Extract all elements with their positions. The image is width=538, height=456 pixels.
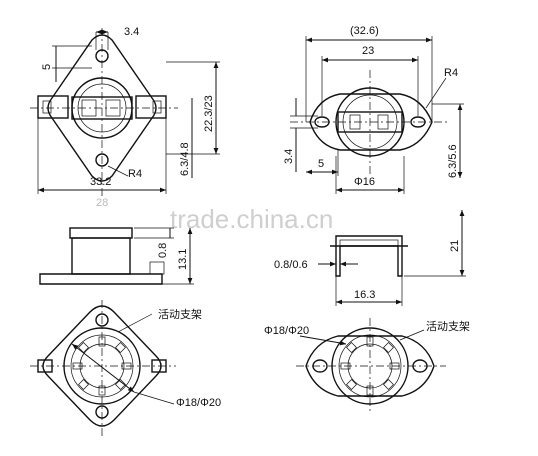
bottom-right-view: Φ18/Φ20 活动支架 (264, 318, 470, 414)
dim-label-r4: R4 (128, 168, 142, 180)
dim-label-3-4: 3.4 (124, 26, 139, 38)
slot (346, 379, 357, 390)
terminal-left-hole (42, 100, 52, 114)
flange-outline (305, 335, 435, 397)
dim-label-3-4-v: 3.4 (283, 149, 295, 164)
dim-label-5: 5 (41, 64, 53, 70)
leader-diameter (133, 391, 175, 405)
dim-label-33-2: 33.2 (90, 176, 111, 188)
dim-label-6-3: 6.3/4.8 (179, 142, 191, 176)
top-right-view: (32.6) 23 R4 3.4 5 6.3/5.6 Φ16 (283, 25, 464, 194)
mid-left-view: 28 0.8 13.1 (39, 197, 194, 285)
base-plate (39, 273, 163, 285)
dim-label-0-8: 0.8 (157, 243, 169, 258)
watermark: trade.china.cn (170, 204, 333, 234)
slot (346, 342, 357, 353)
terminal-right-hole (152, 100, 162, 114)
terminal-left (37, 95, 69, 119)
dim-label-32-6: (32.6) (350, 25, 379, 37)
cut-label: 28 (96, 197, 108, 209)
terminal-tab (149, 261, 165, 275)
slot (383, 379, 394, 390)
leader-r4 (107, 165, 129, 177)
bracket-outline (335, 235, 403, 277)
dim-label-0-8: 0.8/0.6 (274, 259, 308, 271)
slot (383, 342, 394, 353)
dim-label-5: 5 (318, 158, 324, 170)
bottom-left-view: 活动支架 Φ18/Φ20 (30, 300, 221, 436)
mount-hole-top (95, 313, 109, 327)
label-bracket: 活动支架 (158, 308, 202, 321)
dim-label-21: 21 (449, 240, 461, 252)
leader-bracket (117, 313, 153, 333)
label-diameter: Φ18/Φ20 (176, 397, 221, 409)
dim-label-phi16: Φ16 (354, 176, 375, 188)
dim-label-13-1: 13.1 (177, 249, 189, 270)
terminal-right (135, 95, 167, 119)
dim-label-16-3: 16.3 (354, 289, 375, 301)
body-side (71, 237, 131, 275)
bracket-cap (339, 239, 399, 247)
dim-label-23: 23 (362, 45, 374, 57)
dim-line-diameter (71, 343, 135, 393)
dim-label-22-3: 22.3/23 (203, 95, 215, 132)
mid-right-view: 0.8/0.6 21 16.3 (274, 210, 466, 306)
mount-hole-bottom (95, 153, 109, 167)
label-bracket: 活动支架 (426, 320, 470, 333)
dim-label-r4: R4 (444, 67, 458, 79)
label-diameter: Φ18/Φ20 (264, 325, 309, 337)
dim-label-6-3: 6.3/5.6 (447, 144, 459, 178)
leader-r4 (425, 77, 447, 109)
leader-bracket (399, 329, 425, 341)
dim-line-diameter (299, 335, 347, 346)
flange-outline (42, 305, 162, 427)
top-left-view: 3.4 5 22.3/23 6.3/4.8 R4 33.2 (30, 26, 220, 196)
cap-top (69, 227, 133, 239)
